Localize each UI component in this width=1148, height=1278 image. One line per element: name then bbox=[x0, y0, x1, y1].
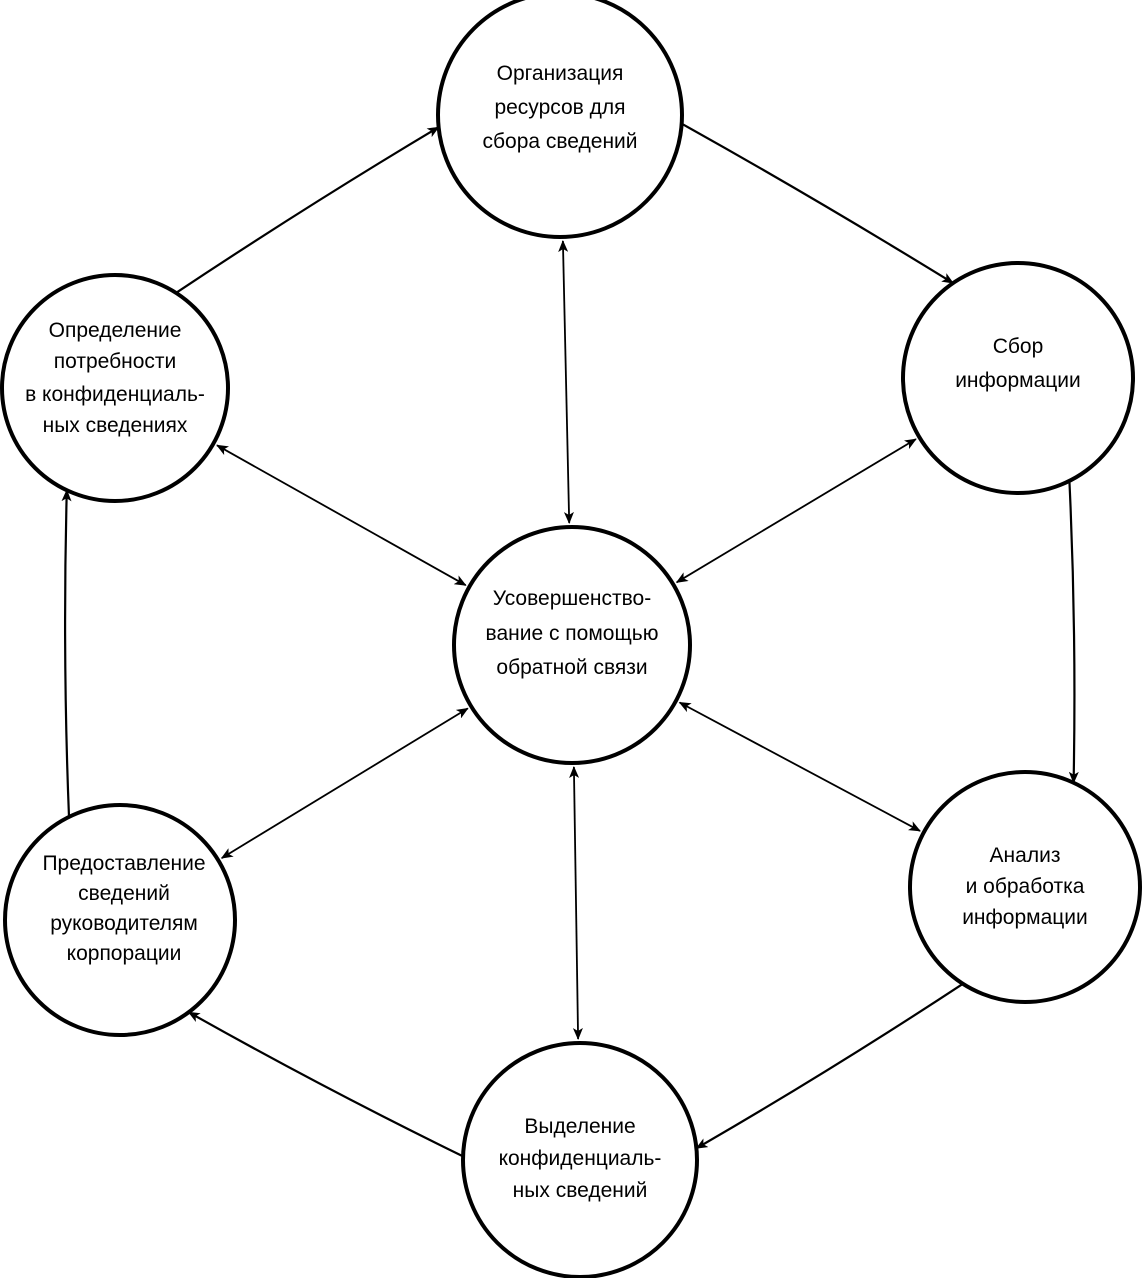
node-needs: Определение потребности в конфиденциаль-… bbox=[0, 273, 230, 503]
spoke-edges bbox=[216, 240, 921, 1040]
node-label-line: ных сведений bbox=[513, 1179, 648, 1202]
node-label-line: Предоставление bbox=[42, 852, 205, 875]
node-label-line: Организация bbox=[497, 62, 624, 85]
node-circle bbox=[901, 261, 1135, 495]
node-circle bbox=[0, 273, 230, 503]
node-label-line: ресурсов для bbox=[494, 96, 625, 119]
node-label-line: Определение bbox=[49, 319, 182, 342]
node-label-line: конфиденциаль- bbox=[499, 1147, 662, 1170]
cycle-arrow-collection-to-analysis bbox=[1068, 480, 1079, 784]
node-extraction: Выделение конфиденциаль- ных сведений bbox=[461, 1041, 699, 1278]
node-label-line: вание с помощью bbox=[486, 622, 659, 645]
node-label-line: потребности bbox=[54, 350, 176, 373]
cycle-arrow-analysis-to-extraction bbox=[695, 982, 964, 1150]
node-label-line: сведений bbox=[78, 882, 170, 905]
spoke-arrow-feedback-collection bbox=[675, 438, 917, 584]
spoke-arrow-feedback-provision bbox=[220, 707, 469, 859]
cycle-arrow-extraction-to-provision bbox=[187, 1011, 464, 1158]
spoke-arrow-feedback-needs bbox=[216, 444, 467, 586]
node-circle bbox=[908, 770, 1142, 1004]
node-label-line: Выделение bbox=[524, 1115, 635, 1138]
node-label-line: в конфиденциаль- bbox=[25, 383, 205, 406]
node-circle bbox=[452, 525, 692, 765]
node-circle bbox=[3, 803, 237, 1037]
node-label-line: сбора сведений bbox=[482, 130, 637, 153]
node-provision: Предоставление сведений руководителям ко… bbox=[3, 803, 237, 1037]
node-feedback: Усовершенство- вание с помощью обратной … bbox=[452, 525, 692, 765]
node-circle bbox=[461, 1041, 699, 1278]
cycle-arrow-provision-to-needs bbox=[61, 489, 72, 817]
spoke-arrow-feedback-organization bbox=[558, 240, 574, 524]
node-organization: Организация ресурсов для сбора сведений bbox=[436, 0, 684, 239]
node-label-line: руководителям bbox=[50, 912, 198, 935]
node-label-line: Сбор bbox=[993, 335, 1044, 358]
node-label-line: информации bbox=[962, 906, 1088, 929]
cycle-arrow-needs-to-organization bbox=[175, 126, 440, 294]
spoke-arrow-feedback-analysis bbox=[678, 701, 921, 832]
cycle-edges bbox=[61, 122, 1079, 1158]
node-collection: Сбор информации bbox=[901, 261, 1135, 495]
node-analysis: Анализ и обработка информации bbox=[908, 770, 1142, 1004]
node-label-line: информации bbox=[955, 369, 1081, 392]
node-circle bbox=[436, 0, 684, 239]
cycle-arrow-organization-to-collection bbox=[681, 122, 954, 285]
node-label-line: Усовершенство- bbox=[493, 587, 651, 610]
spoke-arrow-feedback-extraction bbox=[569, 766, 583, 1040]
node-label-line: Анализ bbox=[990, 844, 1061, 867]
node-label-line: ных сведениях bbox=[43, 414, 188, 437]
node-label-line: и обработка bbox=[966, 875, 1085, 898]
node-label-line: обратной связи bbox=[496, 656, 647, 679]
node-label-line: корпорации bbox=[67, 942, 182, 965]
